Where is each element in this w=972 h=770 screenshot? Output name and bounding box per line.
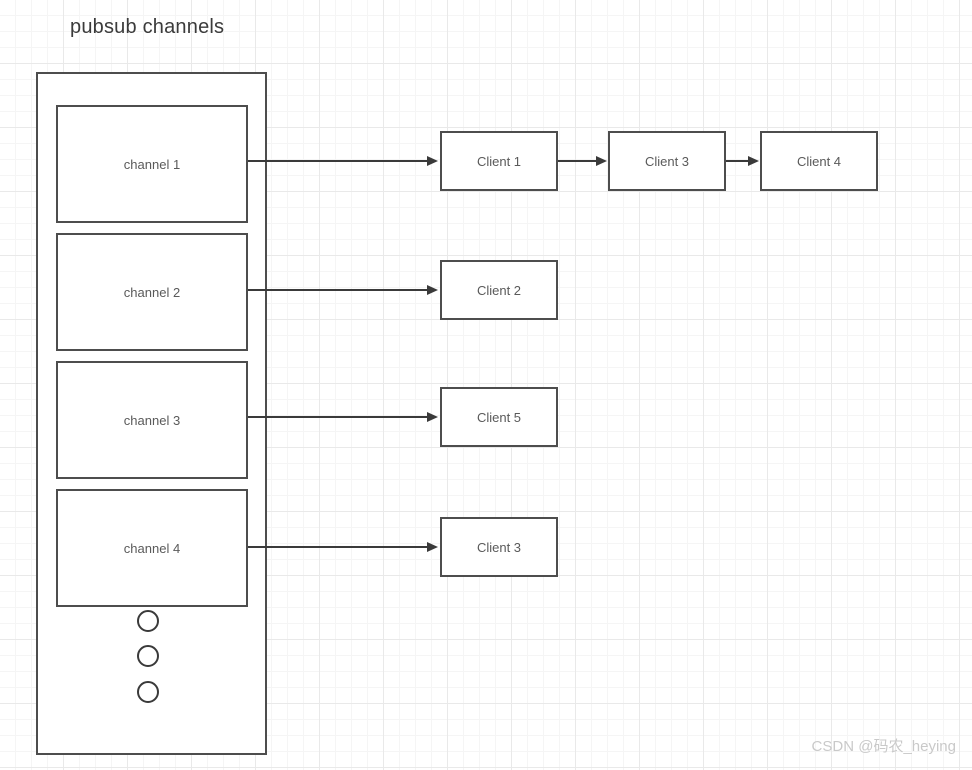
client-box-client-5[interactable]: Client 5	[440, 387, 558, 447]
client-box-client-2[interactable]: Client 2	[440, 260, 558, 320]
arrowhead-channel3-client5	[427, 412, 438, 422]
client-label: Client 1	[476, 153, 522, 169]
ellipsis-dot-3	[137, 681, 159, 703]
connector-channel2-client2	[248, 289, 429, 291]
channel-box-3[interactable]: channel 3	[56, 361, 248, 479]
channel-label: channel 2	[123, 284, 181, 300]
connector-client3-client4	[726, 160, 750, 162]
client-label: Client 3	[476, 539, 522, 555]
client-label: Client 5	[476, 409, 522, 425]
ellipsis-dot-1	[137, 610, 159, 632]
ellipsis-dot-2	[137, 645, 159, 667]
arrowhead-client1-client3	[596, 156, 607, 166]
client-box-client-3-bottom[interactable]: Client 3	[440, 517, 558, 577]
connector-channel3-client5	[248, 416, 429, 418]
client-label: Client 3	[644, 153, 690, 169]
connector-channel1-client1	[248, 160, 429, 162]
client-label: Client 4	[796, 153, 842, 169]
watermark-text: CSDN @码农_heying	[811, 738, 956, 755]
channel-box-4[interactable]: channel 4	[56, 489, 248, 607]
client-box-client-3-top[interactable]: Client 3	[608, 131, 726, 191]
client-box-client-4[interactable]: Client 4	[760, 131, 878, 191]
channel-label: channel 3	[123, 412, 181, 428]
connector-channel4-client3	[248, 546, 429, 548]
connector-client1-client3	[558, 160, 597, 162]
client-label: Client 2	[476, 282, 522, 298]
arrowhead-client3-client4	[748, 156, 759, 166]
channel-label: channel 4	[123, 540, 181, 556]
channel-label: channel 1	[123, 156, 181, 172]
arrowhead-channel4-client3	[427, 542, 438, 552]
channel-box-2[interactable]: channel 2	[56, 233, 248, 351]
arrowhead-channel2-client2	[427, 285, 438, 295]
client-box-client-1[interactable]: Client 1	[440, 131, 558, 191]
arrowhead-channel1-client1	[427, 156, 438, 166]
page-title: pubsub channels	[70, 16, 225, 38]
channel-box-1[interactable]: channel 1	[56, 105, 248, 223]
